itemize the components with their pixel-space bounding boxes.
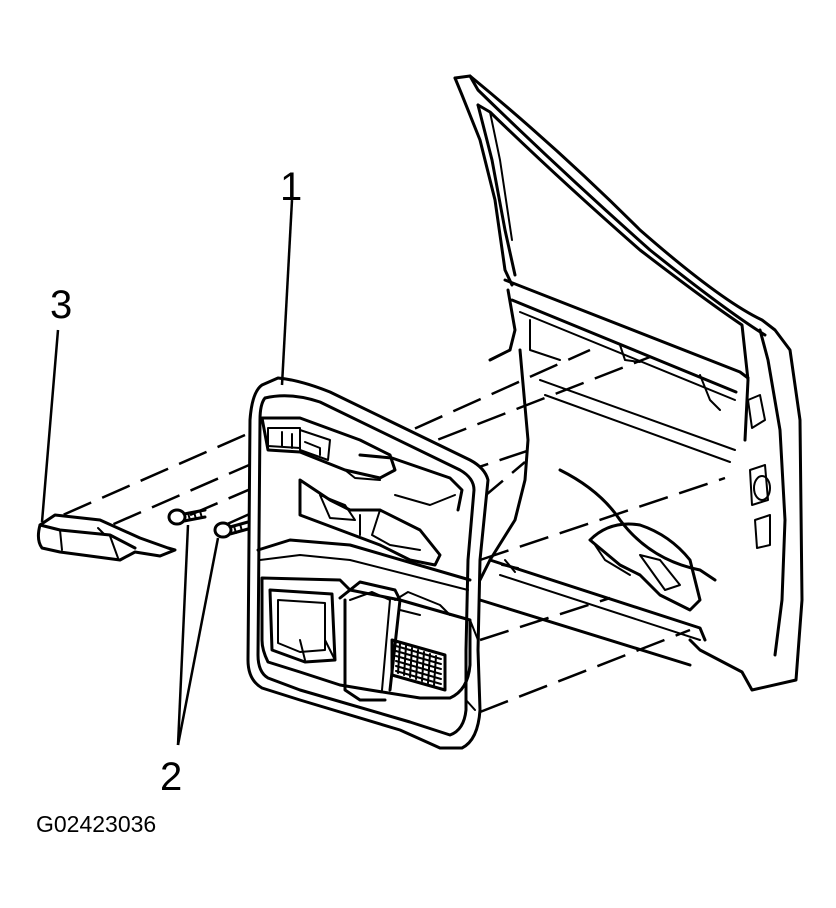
callout-1: 1 [280, 165, 302, 209]
callout-3: 3 [50, 283, 72, 327]
speaker-grille [390, 638, 447, 692]
door-trim-panel [246, 376, 490, 750]
armrest-bezel [36, 513, 177, 562]
figure-id: G02423036 [36, 811, 156, 837]
leader-lines [40, 199, 294, 746]
door-frame [453, 74, 804, 692]
fastener-lower [213, 520, 250, 539]
callout-2: 2 [160, 755, 182, 799]
fastener-upper [167, 508, 207, 526]
